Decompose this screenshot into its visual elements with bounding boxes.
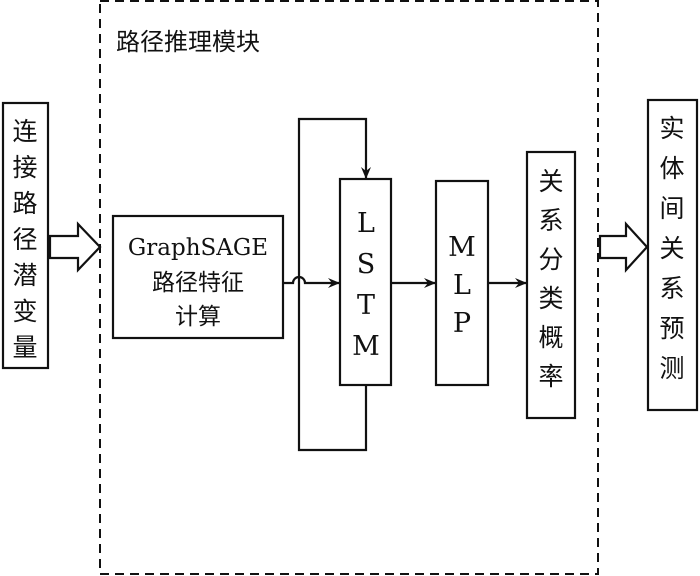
- output-box-char: 系: [659, 274, 684, 303]
- input-box-char: 接: [12, 153, 37, 182]
- svg-text:路径特征: 路径特征: [152, 270, 244, 296]
- input-box-char: 潜: [12, 261, 37, 290]
- relation-prob-box-char: 率: [538, 362, 563, 391]
- arrow-graphsage-to-lstm: [283, 275, 340, 288]
- lstm-box-char: M: [352, 331, 380, 362]
- output-box-char: 体: [659, 154, 684, 183]
- mlp-box-char: L: [453, 270, 471, 301]
- relation-prob-box-char: 类: [538, 284, 563, 313]
- svg-text:GraphSAGE: GraphSAGE: [128, 235, 268, 261]
- path-reasoning-module-frame: [99, 0, 599, 575]
- lstm-box-char: L: [357, 208, 375, 239]
- input-box-char: 量: [12, 333, 37, 362]
- output-box-char: 预: [659, 314, 684, 343]
- input-box-char: 变: [12, 297, 37, 326]
- hollow-arrow-output: [598, 221, 649, 273]
- lstm-feedback-loop: [297, 117, 371, 452]
- relation-prob-box-char: 系: [538, 206, 563, 235]
- svg-text:计算: 计算: [175, 304, 221, 330]
- graphsage-box: GraphSAGE 路径特征 计算: [111, 214, 285, 340]
- relation-prob-box-char: 关: [538, 167, 563, 196]
- output-box-char: 间: [659, 194, 684, 223]
- mlp-box-char: P: [453, 308, 471, 339]
- lstm-box-char: S: [357, 249, 376, 280]
- output-box-char: 测: [659, 354, 684, 383]
- input-box-char: 连: [12, 117, 37, 146]
- input-box-char: 径: [12, 225, 37, 254]
- mlp-box: MLP: [434, 179, 490, 387]
- hollow-arrow-input: [48, 221, 102, 273]
- relation-prob-box-char: 概: [538, 323, 563, 352]
- relation-prob-box-char: 分: [538, 245, 563, 274]
- output-box-char: 关: [659, 234, 684, 263]
- lstm-box-char: T: [357, 290, 375, 321]
- input-box-char: 路: [12, 189, 37, 218]
- output-box-char: 实: [659, 114, 684, 143]
- module-title: 路径推理模块: [116, 28, 260, 56]
- mlp-box-char: M: [448, 232, 476, 263]
